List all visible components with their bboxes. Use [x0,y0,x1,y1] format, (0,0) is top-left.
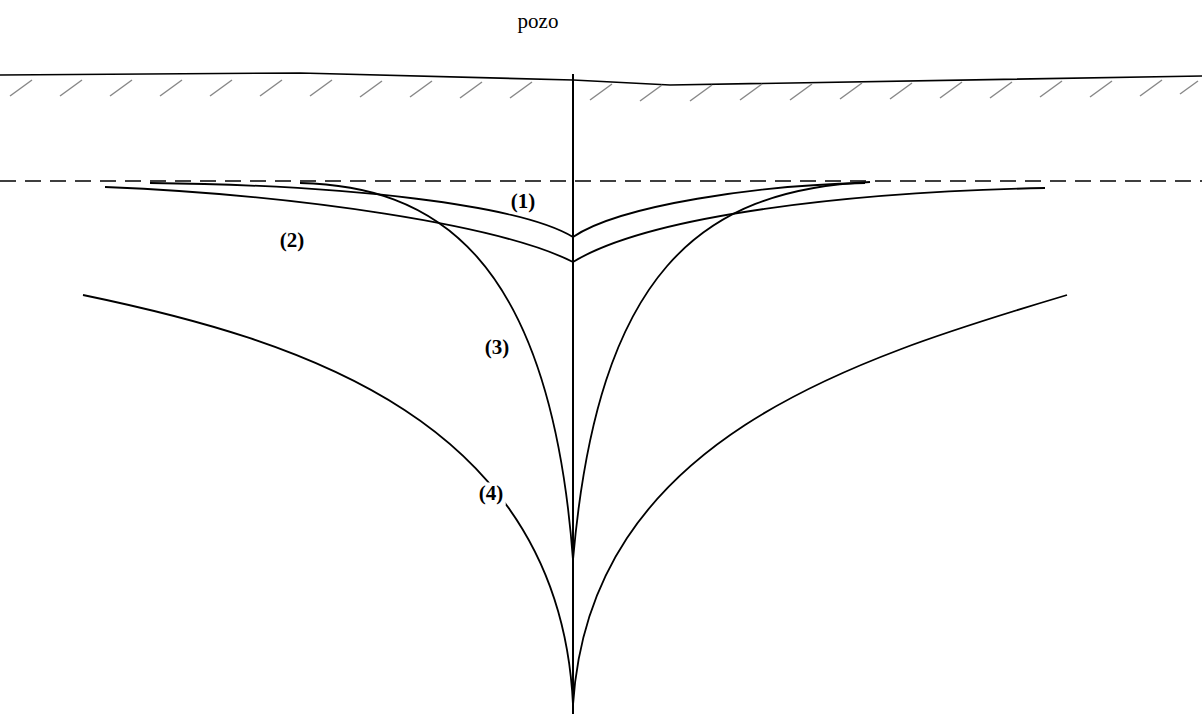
drawdown-curve [83,295,573,705]
drawdown-curve [573,183,865,237]
curve-number: (2) [278,229,307,252]
ground-hatching [10,80,1198,101]
well-shaft [572,74,574,714]
drawdown-curve [573,295,1067,705]
static-water-table [0,180,1202,182]
drawdown-curve [300,183,573,560]
ground-surface [0,73,1202,85]
curve-number: (3) [483,336,512,359]
drawdown-curve [573,188,1045,262]
drawdown-curve [105,187,573,262]
curve-number: (4) [477,482,506,505]
curve-number: (1) [509,190,538,213]
well-label: pozo [516,10,561,33]
drawdown-curve [573,182,870,560]
